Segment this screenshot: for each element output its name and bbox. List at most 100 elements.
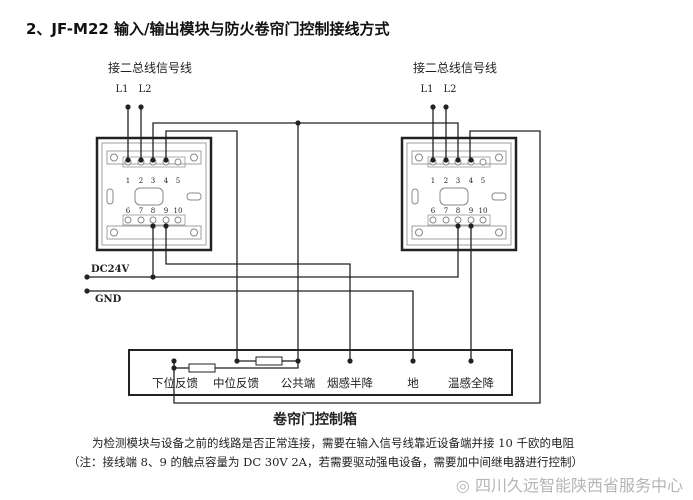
control-box (128, 349, 513, 396)
dc24v-label: DC24V (91, 264, 130, 275)
module-panel (406, 142, 512, 246)
wechat-icon: ◎ (455, 476, 470, 495)
diagram-title: 2、JF-M22 输入/输出模块与防火卷帘门控制接线方式 (26, 20, 390, 38)
wire (152, 122, 459, 160)
junction-dot (234, 358, 240, 364)
watermark: ◎ 四川久远智能陕西省服务中心 (456, 476, 683, 495)
junction-dot (125, 104, 131, 110)
terminal-block (427, 156, 491, 168)
module-window (134, 187, 164, 206)
terminal-number: 5 (481, 177, 485, 185)
screw-terminal (174, 158, 182, 166)
junction-dot (410, 358, 416, 364)
module-slot (411, 188, 419, 205)
control-terminal-label: 中位反馈 (213, 376, 259, 390)
junction-dot (171, 358, 177, 364)
wire (165, 130, 238, 361)
junction-dot (138, 104, 144, 110)
terminal-number: 4 (164, 177, 169, 185)
terminal-number: 1 (126, 177, 130, 185)
junction-dot (430, 104, 436, 110)
control-terminal-label: 烟感半降 (327, 376, 373, 390)
screw-terminal (162, 216, 170, 224)
junction-dot (347, 358, 353, 364)
gnd-label: GND (95, 294, 122, 305)
terminal-number: 1 (431, 177, 435, 185)
control-terminal-label: 公共端 (281, 376, 316, 390)
l2-label: L2 (443, 84, 456, 95)
terminal-number: 3 (456, 177, 460, 185)
watermark-text: 四川久远智能陕西省服务中心 (474, 476, 683, 495)
mount-hole (495, 153, 503, 162)
wire (87, 226, 459, 278)
terminal-number: 2 (139, 177, 143, 185)
control-terminal-label: 温感全降 (448, 376, 494, 390)
l1-label: L1 (115, 84, 128, 95)
terminal-number: 9 (469, 207, 473, 215)
junction-dot (138, 157, 144, 163)
control-terminal-label: 地 (407, 376, 419, 390)
terminal-number: 5 (176, 177, 180, 185)
resistor (188, 363, 216, 373)
module-slot (491, 192, 507, 201)
bus-signal-label: 接二总线信号线 (108, 60, 192, 75)
screw-terminal (479, 158, 487, 166)
junction-dot (443, 157, 449, 163)
wire (165, 226, 351, 361)
note-text: （注：接线端 8、9 的触点容量为 DC 30V 2A，若需要驱动强电设备，需要… (68, 455, 583, 469)
terminal-number: 6 (126, 207, 131, 215)
terminal-number: 8 (456, 207, 460, 215)
screw-terminal (442, 216, 450, 224)
mount-hole (110, 228, 118, 237)
terminal-number: 8 (151, 207, 155, 215)
module-panel (101, 142, 207, 246)
junction-dot (443, 104, 449, 110)
terminal-block (122, 156, 186, 168)
junction-dot (468, 157, 474, 163)
terminal-number: 7 (444, 207, 448, 215)
mount-hole (190, 153, 198, 162)
mount-hole (190, 228, 198, 237)
screw-terminal (479, 216, 487, 224)
mount-hole (110, 153, 118, 162)
screw-terminal (124, 216, 132, 224)
mount-hole (495, 228, 503, 237)
resistor (255, 356, 283, 366)
terminal-number: 4 (469, 177, 474, 185)
terminal-number: 6 (431, 207, 436, 215)
junction-dot (295, 358, 301, 364)
junction-dot (84, 288, 90, 294)
junction-dot (84, 274, 90, 280)
wire (87, 290, 414, 361)
mount-hole (415, 228, 423, 237)
terminal-number: 2 (444, 177, 448, 185)
module-window (439, 187, 469, 206)
l2-label: L2 (138, 84, 151, 95)
junction-dot (430, 157, 436, 163)
description-text: 为检测模块与设备之前的线路是否正常连接，需要在输入信号线靠近设备端并接 10 千… (92, 436, 574, 450)
control-terminal-label: 下位反馈 (152, 376, 198, 390)
junction-dot (171, 365, 177, 371)
module-slot (186, 192, 202, 201)
module-housing (400, 136, 518, 252)
mount-hole (415, 153, 423, 162)
screw-terminal (429, 216, 437, 224)
terminal-number: 10 (479, 207, 488, 215)
screw-terminal (454, 216, 462, 224)
module-slot (106, 188, 114, 205)
terminal-number: 10 (174, 207, 183, 215)
bus-signal-label: 接二总线信号线 (413, 60, 497, 75)
terminal-number: 7 (139, 207, 143, 215)
l1-label: L1 (420, 84, 433, 95)
junction-dot (150, 274, 156, 280)
junction-dot (468, 358, 474, 364)
screw-terminal (149, 216, 157, 224)
screw-terminal (137, 216, 145, 224)
screw-terminal (467, 216, 475, 224)
terminal-number: 9 (164, 207, 168, 215)
control-box-title: 卷帘门控制箱 (272, 411, 357, 428)
module-housing (95, 136, 213, 252)
terminal-number: 3 (151, 177, 155, 185)
